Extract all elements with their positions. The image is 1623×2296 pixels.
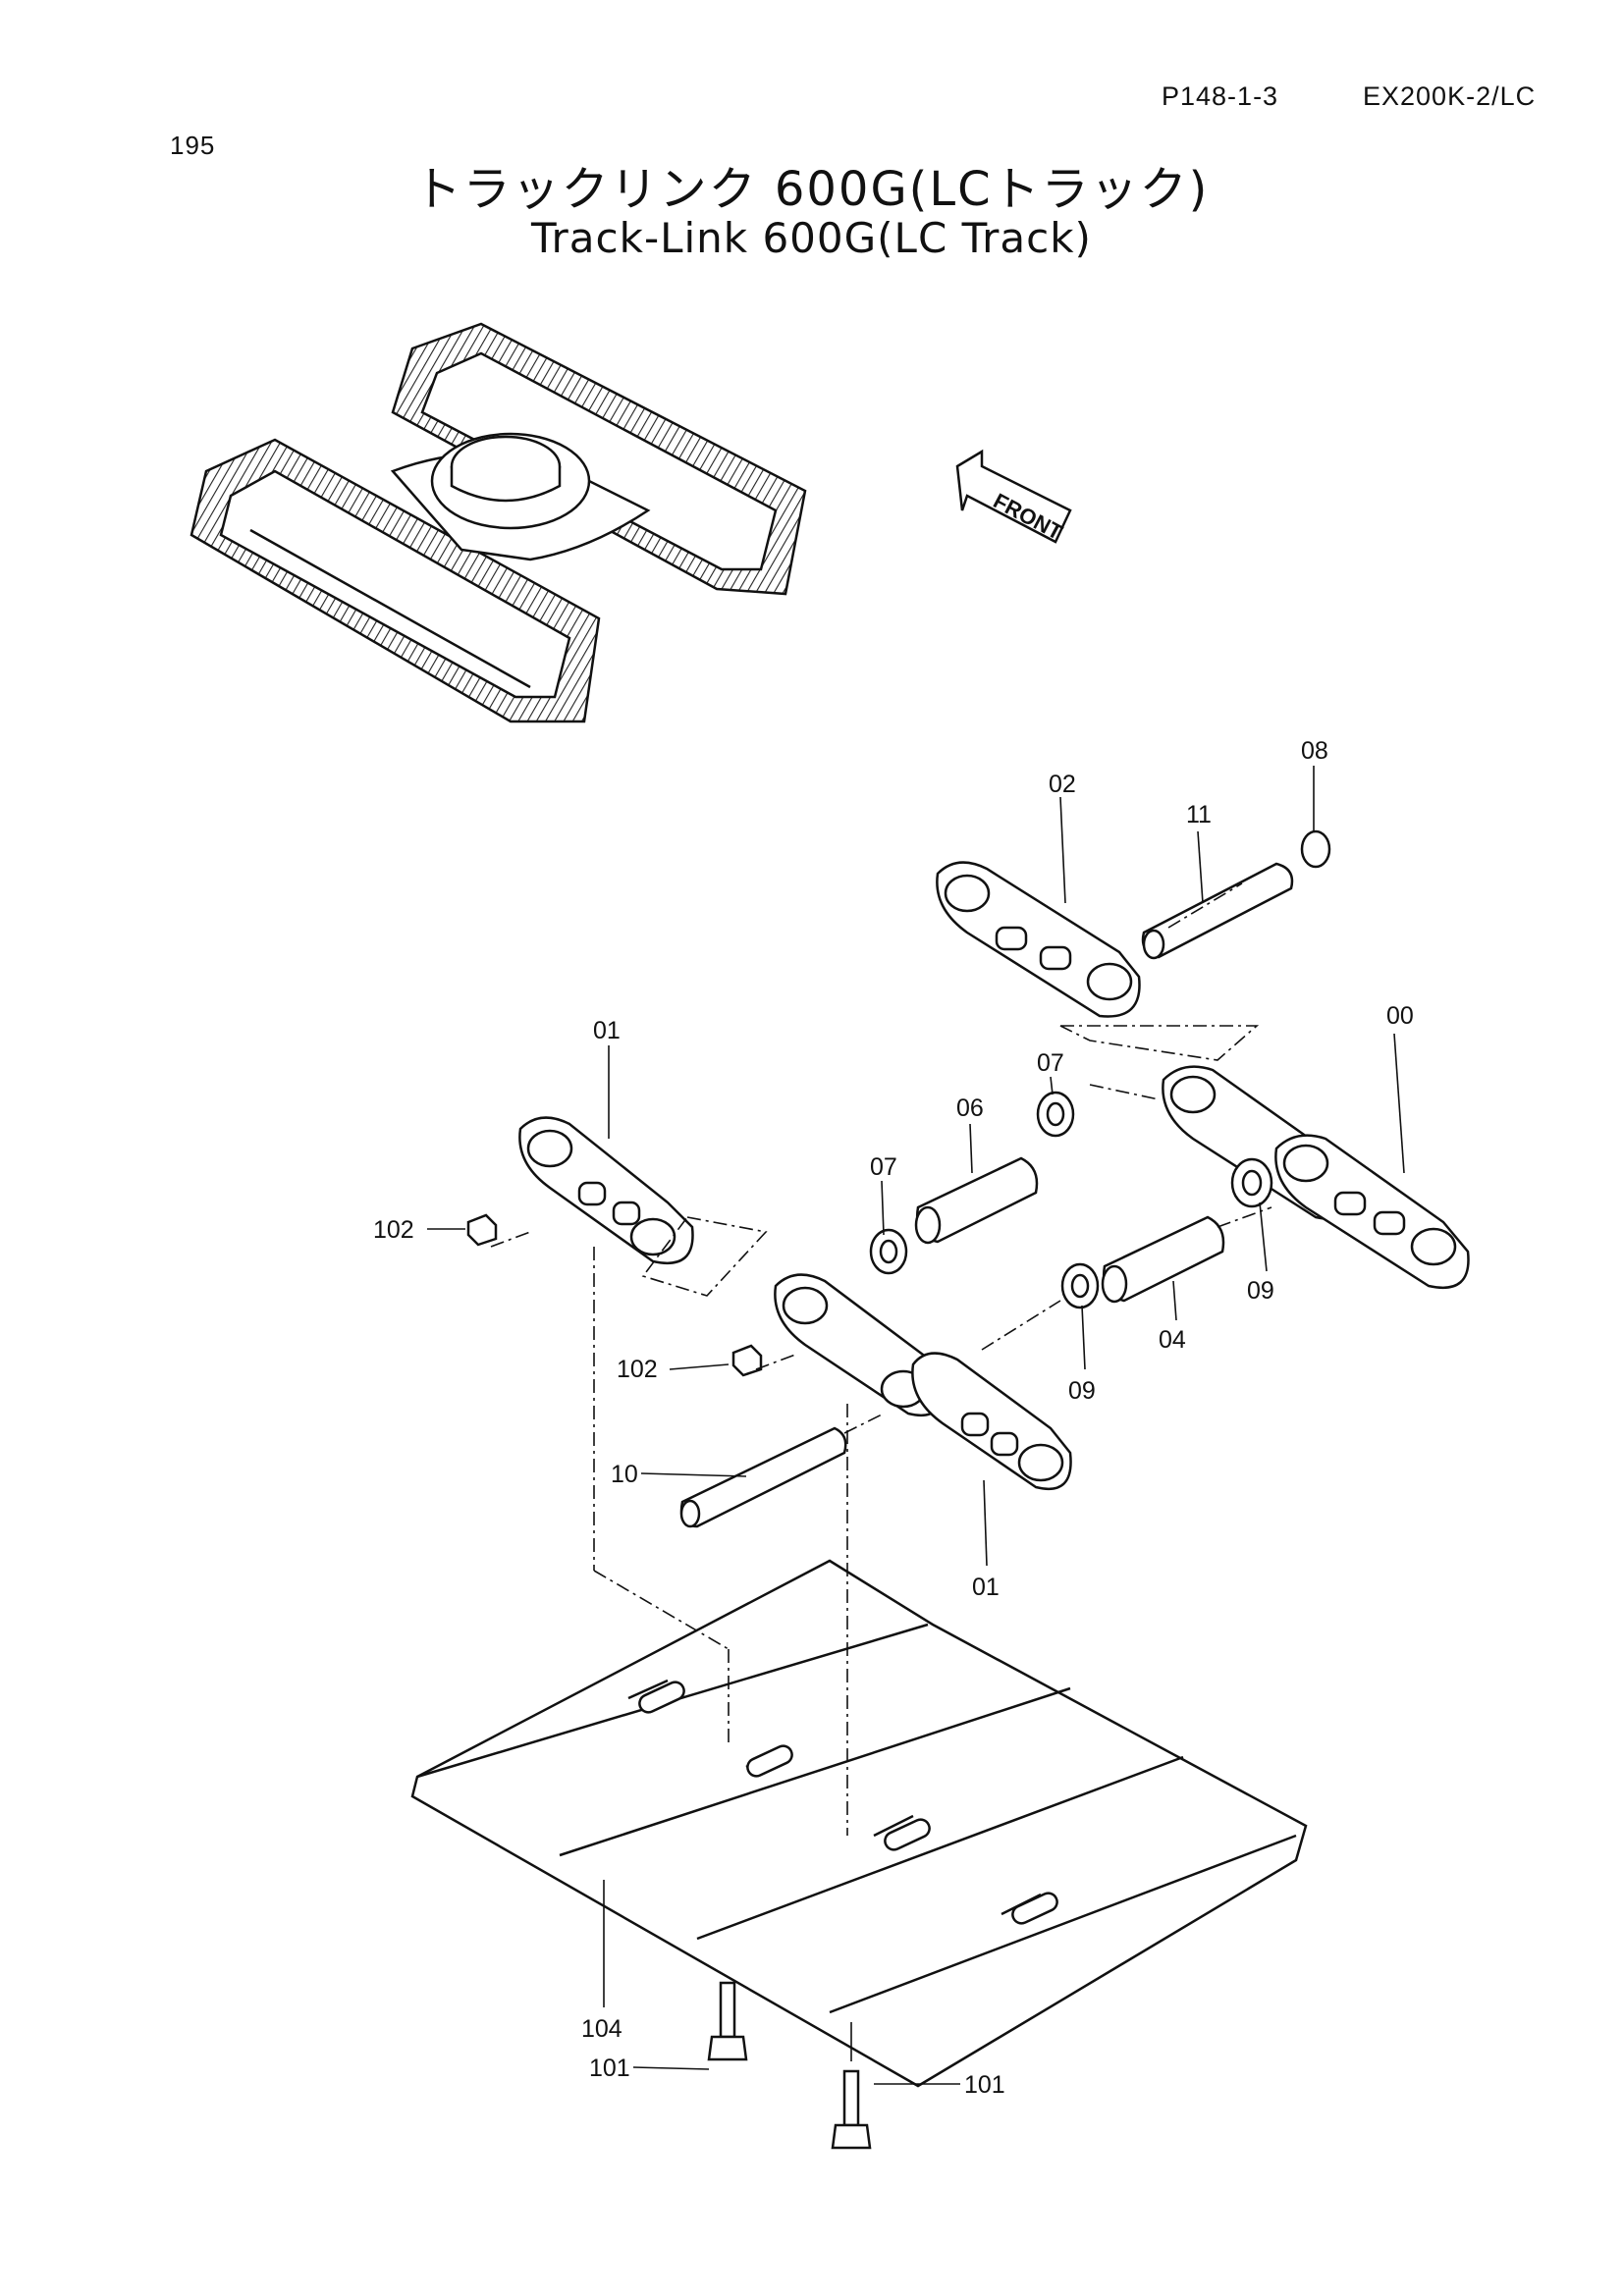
master-link-02: [936, 861, 1141, 1018]
track-frame-left: [189, 438, 601, 723]
callout-09-left: 09: [1068, 1377, 1096, 1405]
callout-101-left: 101: [589, 2055, 630, 2082]
callout-07-lower: 07: [870, 1153, 897, 1181]
callout-01-upper: 01: [593, 1017, 621, 1044]
callout-09-right: 09: [1247, 1277, 1274, 1305]
callout-11: 11: [1186, 801, 1212, 828]
link-01-upper: [518, 1116, 694, 1264]
seal-07-lower: [869, 1228, 908, 1275]
track-frame-right: [391, 322, 807, 596]
callout-104: 104: [581, 2015, 622, 2043]
callout-01-lower: 01: [972, 1574, 1000, 1601]
callout-102-upper: 102: [373, 1216, 414, 1244]
callout-08: 08: [1301, 737, 1328, 765]
shoe-104: [410, 1559, 1308, 2088]
bolt-101-left: [707, 1981, 748, 2061]
alignment-lines: [490, 882, 1272, 1836]
page-number: 195: [170, 131, 216, 160]
model-code: EX200K-2/LC: [1363, 81, 1537, 111]
title-japanese: トラックリンク 600G(LCトラック): [413, 162, 1210, 217]
callout-10: 10: [611, 1461, 638, 1488]
callout-04: 04: [1159, 1326, 1186, 1354]
pin-10: [679, 1426, 847, 1528]
nut-102-upper: [466, 1213, 498, 1247]
master-pin-11: [1141, 862, 1294, 960]
seal-07-upper: [1036, 1091, 1075, 1138]
undercarriage-overview: [189, 322, 807, 723]
callout-101-right: 101: [964, 2071, 1005, 2099]
snap-ring-08: [1300, 829, 1331, 869]
front-arrow: FRONT: [955, 449, 1072, 545]
callout-00: 00: [1386, 1002, 1414, 1030]
seal-09-right: [1230, 1157, 1273, 1208]
link-assembly-00: [1162, 1065, 1470, 1289]
center-frame: [390, 432, 651, 561]
callout-02: 02: [1049, 771, 1076, 798]
title-english: Track-Link 600G(LC Track): [531, 214, 1092, 262]
nut-102-lower: [731, 1344, 763, 1377]
link-01-lower: [774, 1273, 1072, 1490]
leader-lines: [427, 766, 1405, 2085]
bushing-04: [1101, 1215, 1225, 1304]
callout-102-lower: 102: [617, 1356, 658, 1383]
callout-07-upper: 07: [1037, 1049, 1064, 1077]
seal-09-left: [1060, 1262, 1100, 1309]
bolt-101-right: [831, 2069, 872, 2150]
reference-code: P148-1-3: [1162, 81, 1279, 111]
callout-06: 06: [956, 1095, 984, 1122]
bushing-06: [914, 1156, 1039, 1245]
